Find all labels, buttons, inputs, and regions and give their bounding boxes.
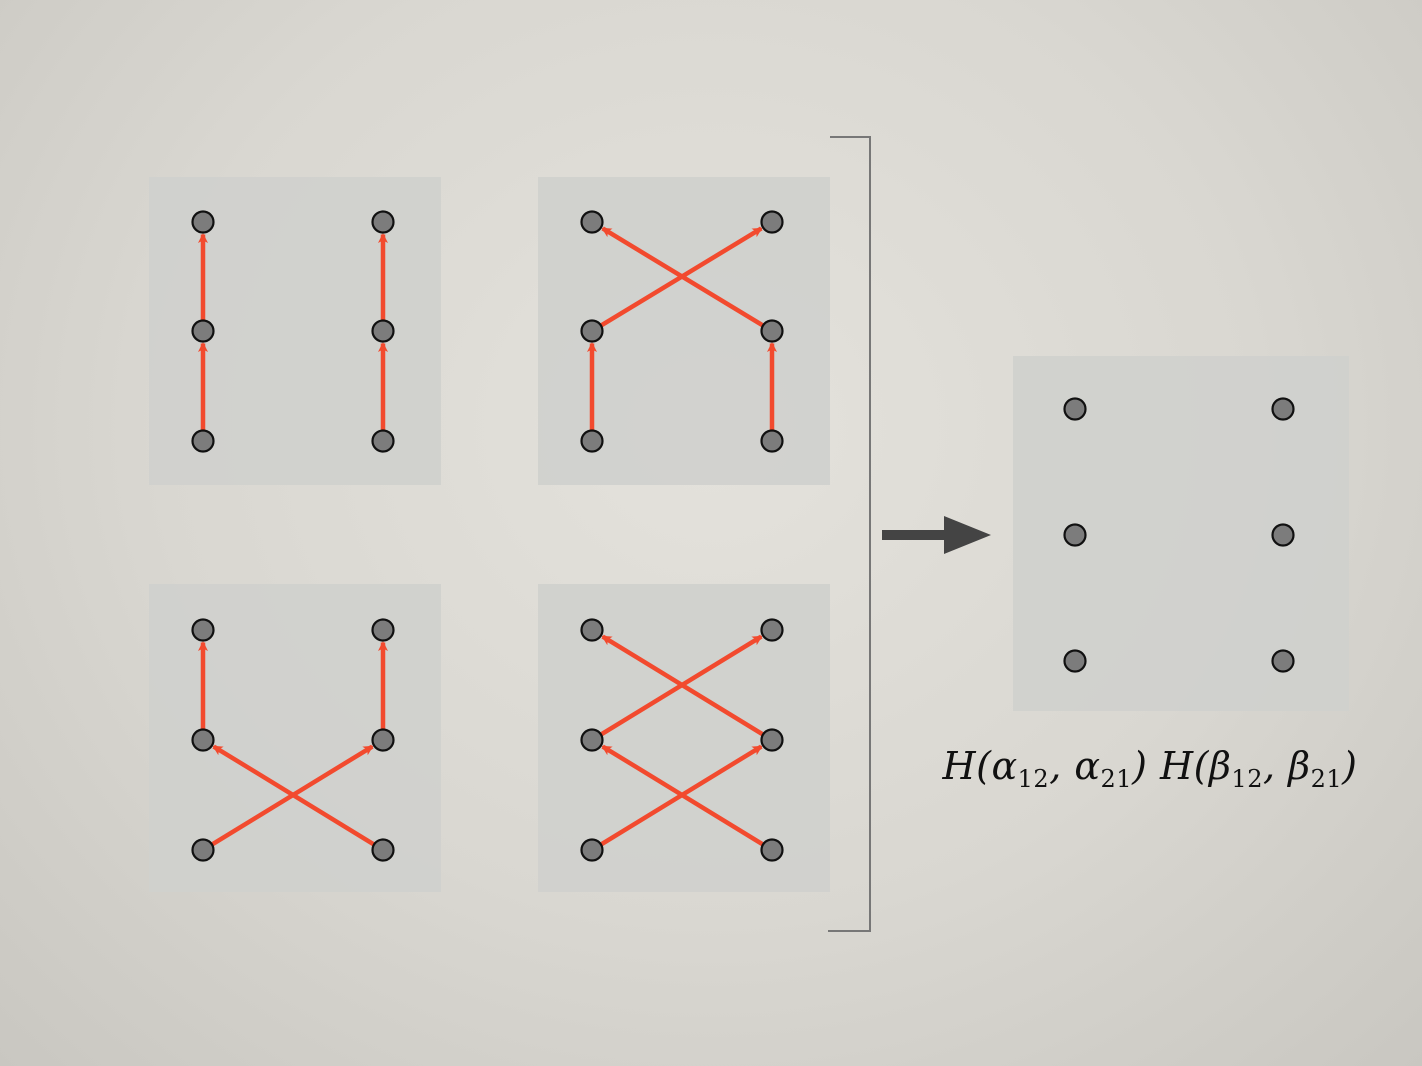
edge-arrow: [601, 226, 765, 328]
node-mr: [760, 319, 784, 343]
node-ml: [1063, 523, 1087, 547]
formula-alpha-sub2: 21: [1100, 765, 1133, 793]
formula-close1: ): [1132, 744, 1148, 788]
formula-alpha: α: [991, 744, 1018, 788]
node-br: [371, 429, 395, 453]
formula-comma1: ,: [1049, 744, 1075, 788]
node-tr: [371, 618, 395, 642]
right-arrow-icon: [882, 516, 991, 554]
formula-alpha2: α: [1074, 744, 1101, 788]
node-tl: [191, 618, 215, 642]
node-bl: [191, 429, 215, 453]
edge-arrow: [601, 744, 765, 847]
edge-arrow: [601, 634, 765, 737]
panel-top-right: [538, 177, 830, 485]
node-br: [760, 838, 784, 862]
formula-beta: β: [1208, 744, 1232, 788]
edge-arrow: [212, 744, 376, 847]
node-ml: [580, 319, 604, 343]
node-ml: [191, 319, 215, 343]
formula-h2: H(: [1147, 744, 1209, 788]
panels-layer: [149, 177, 1349, 892]
node-mr: [371, 728, 395, 752]
formula-h1: H(: [942, 744, 992, 788]
node-tl: [191, 210, 215, 234]
node-bl: [580, 838, 604, 862]
node-mr: [371, 319, 395, 343]
node-br: [371, 838, 395, 862]
node-ml: [191, 728, 215, 752]
node-bl: [1063, 649, 1087, 673]
formula-close2: ): [1342, 744, 1358, 788]
node-ml: [580, 728, 604, 752]
node-tr: [371, 210, 395, 234]
formula-comma2: ,: [1262, 744, 1289, 788]
panel-top-left: [149, 177, 441, 485]
formula-beta-sub1: 12: [1231, 765, 1263, 793]
panel-bottom-left: [149, 584, 441, 892]
panel-background: [1013, 356, 1349, 711]
node-tr: [760, 210, 784, 234]
node-mr: [760, 728, 784, 752]
node-tl: [580, 210, 604, 234]
panel-bottom-right: [538, 584, 830, 892]
node-mr: [1271, 523, 1295, 547]
node-tl: [1063, 397, 1087, 421]
node-bl: [191, 838, 215, 862]
node-tr: [1271, 397, 1295, 421]
formula-beta2: β: [1288, 744, 1311, 788]
node-br: [760, 429, 784, 453]
formula-beta-sub2: 21: [1310, 765, 1343, 793]
panel-result: [1013, 356, 1349, 711]
formula-alpha-sub1: 12: [1017, 765, 1050, 793]
node-tl: [580, 618, 604, 642]
node-br: [1271, 649, 1295, 673]
node-bl: [580, 429, 604, 453]
formula: H(α12, α21) H(β12, β21): [900, 744, 1400, 793]
node-tr: [760, 618, 784, 642]
bracket: [828, 136, 871, 932]
